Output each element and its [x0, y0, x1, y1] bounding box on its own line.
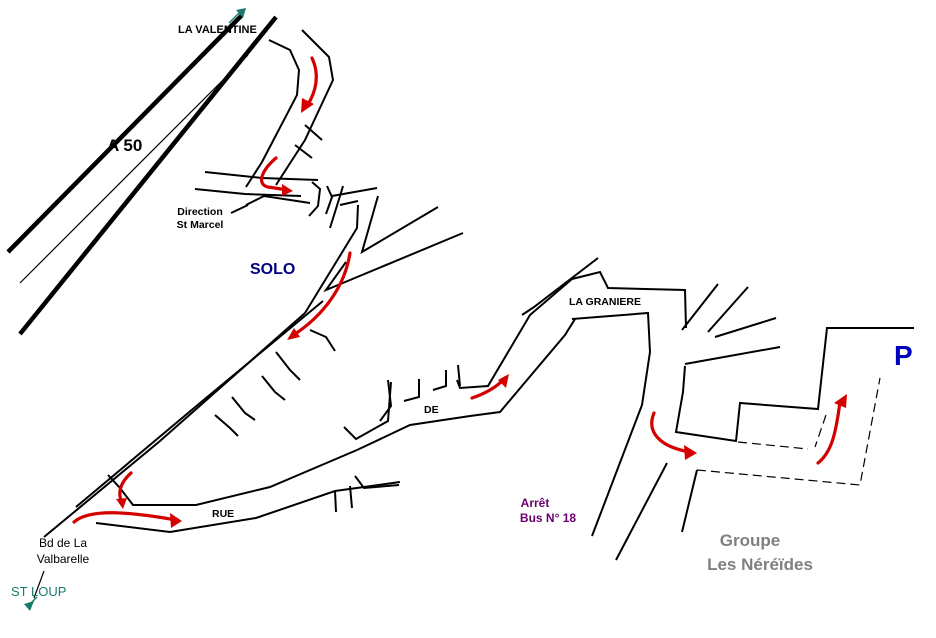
junction-edge	[329, 185, 344, 229]
arrow-head	[684, 445, 697, 460]
junction-edge	[308, 181, 322, 217]
arrow-head	[834, 394, 847, 408]
motorway-a50	[6, 13, 278, 336]
direction-st-marcel-line1: Direction	[177, 206, 223, 218]
de-stub	[457, 364, 461, 387]
parking-label: P	[894, 340, 913, 371]
la-valentine-label: LA VALENTINE	[178, 24, 257, 36]
graniere-west-edge	[571, 311, 652, 537]
arrow-head	[170, 513, 182, 528]
arrow-head	[287, 328, 300, 340]
direction-st-marcel-line2: St Marcel	[176, 219, 224, 231]
graniere-north-edge	[571, 270, 687, 329]
groupe-line1: Groupe	[719, 531, 781, 550]
motorway-lane-line	[19, 54, 249, 284]
ramp-left-edge	[245, 39, 301, 188]
arrow-head	[116, 498, 127, 509]
la-graniere-label: LA GRANIERE	[569, 296, 641, 308]
rue-stub	[349, 485, 353, 509]
cross-road-edge	[245, 194, 311, 206]
south-road-edge	[681, 469, 698, 533]
ramp-stub	[294, 144, 313, 159]
bd-valbarelle-line1: Bd de La	[38, 536, 88, 550]
arrow-head	[301, 98, 314, 113]
bus-stop-line1: Arrêt	[520, 496, 550, 510]
a50-label: A 50	[107, 136, 143, 155]
graniere-stub	[681, 283, 719, 331]
route-arrow	[72, 511, 178, 524]
bus-stop-line2: Bus N° 18	[519, 511, 577, 525]
bd-valbarelle-line2: Valbarelle	[36, 552, 90, 566]
junction-edge	[339, 200, 359, 206]
graniere-stub	[714, 317, 777, 338]
route-arrow	[290, 251, 352, 338]
de-stub	[403, 379, 420, 402]
pin-marker-icon	[24, 596, 38, 611]
st-loup-label: ST LOUP	[11, 584, 67, 599]
branch-road-edge	[360, 195, 439, 255]
solo-label: SOLO	[250, 261, 296, 278]
de-south-edge	[356, 318, 576, 451]
branch-road-edge	[323, 232, 464, 293]
arrow-head	[282, 184, 293, 196]
valbarelle-road-line	[33, 570, 45, 599]
ramp-right-edge	[275, 29, 335, 186]
rue-label: RUE	[212, 508, 235, 520]
de-west-stub	[343, 381, 392, 441]
motorway-edge-line	[18, 15, 278, 336]
graniere-stub	[707, 286, 749, 333]
parking-dash-line	[696, 377, 881, 486]
junction-edge	[325, 185, 334, 215]
side-stub	[261, 375, 286, 401]
groupe-line2: Les Néréïdes	[707, 555, 813, 574]
route-arrow	[305, 56, 318, 108]
parking-dash-line	[737, 441, 809, 450]
parking-road-edge	[674, 327, 914, 443]
ramp-stub	[304, 124, 323, 141]
side-stub	[214, 414, 239, 437]
de-label: DE	[424, 404, 439, 416]
side-stub	[309, 329, 336, 352]
parking-boundary	[696, 377, 881, 486]
rue-stub	[334, 490, 337, 513]
rue-stub	[354, 475, 400, 490]
de-stub	[432, 370, 447, 391]
de-stub	[521, 257, 599, 316]
route-arrow-heads	[116, 98, 847, 528]
side-stub	[275, 351, 301, 381]
south-road-edge	[615, 462, 668, 561]
route-arrow	[259, 156, 290, 192]
motorway-edge-line	[6, 13, 244, 254]
arrow-head	[498, 374, 509, 388]
de-north-edge	[456, 278, 573, 390]
branch-road-edge	[304, 204, 359, 314]
main-road-east-edge	[75, 300, 324, 508]
cross-road-edge	[230, 204, 249, 214]
side-stub	[231, 396, 256, 421]
rue-south-edge	[95, 481, 401, 534]
parking-road-edge	[684, 346, 781, 365]
de-west-stub	[379, 379, 393, 422]
junction-edge	[331, 187, 378, 197]
parking-dash-line	[814, 414, 827, 448]
pin-marker-icon	[228, 8, 246, 24]
road-network	[43, 29, 914, 561]
rue-north-edge	[107, 449, 358, 506]
route-arrow	[816, 400, 842, 465]
route-arrow	[650, 411, 692, 454]
